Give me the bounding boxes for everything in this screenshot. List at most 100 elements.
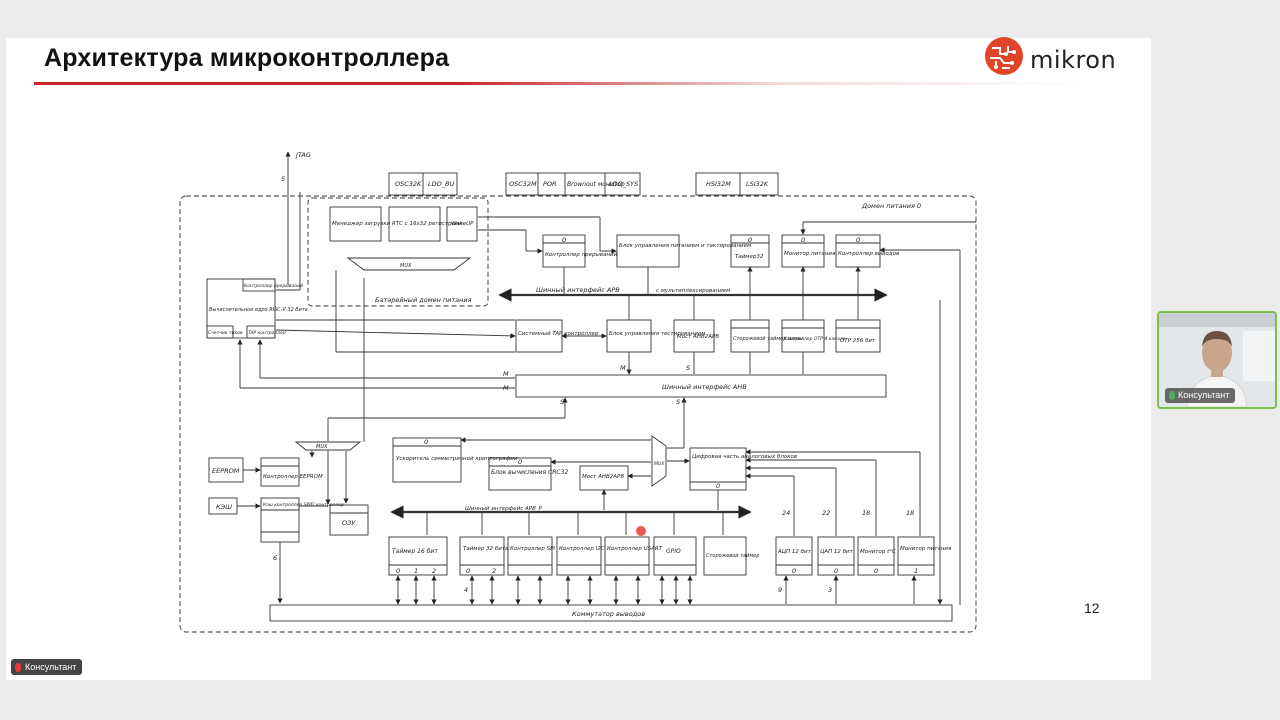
svg-text:TAP контроллер: TAP контроллер	[248, 330, 286, 336]
svg-text:HSI32M: HSI32M	[706, 180, 731, 188]
svg-text:0: 0	[424, 438, 428, 446]
svg-text:Сторожевой таймер: Сторожевой таймер	[706, 553, 759, 559]
svg-text:S: S	[676, 398, 680, 406]
svg-text:Монитор питания: Монитор питания	[900, 546, 952, 552]
svg-text:1: 1	[914, 567, 918, 575]
svg-text:Таймер 16 бит: Таймер 16 бит	[392, 548, 438, 555]
svg-text:1: 1	[414, 567, 418, 575]
svg-text:0: 0	[716, 482, 720, 490]
svg-text:RTC с 16x32 регистрами: RTC с 16x32 регистрами	[392, 221, 463, 227]
participant-video-tile[interactable]: Консультант	[1157, 311, 1277, 409]
logo-text: mikron	[1030, 46, 1117, 74]
svg-text:18: 18	[862, 509, 870, 517]
svg-text:0: 0	[801, 236, 805, 244]
svg-text:Brownout монитор: Brownout монитор	[567, 181, 625, 188]
svg-text:MUX: MUX	[654, 461, 665, 467]
svg-text:LSI32K: LSI32K	[746, 180, 769, 188]
svg-text:Блок управления питанием и так: Блок управления питанием и тактированием	[619, 243, 751, 249]
svg-text:Счетчик тиков: Счетчик тиков	[208, 330, 243, 336]
svg-text:Мост AHB2APB: Мост AHB2APB	[677, 334, 719, 340]
svg-text:4: 4	[464, 586, 468, 594]
svg-text:Контроллер выводов: Контроллер выводов	[838, 251, 899, 257]
svg-text:Коммутатор выводов: Коммутатор выводов	[572, 610, 645, 618]
svg-text:OSC32M: OSC32M	[509, 180, 537, 188]
svg-text:MUX: MUX	[400, 263, 412, 269]
svg-text:OTP 256 бит: OTP 256 бит	[840, 338, 876, 344]
svg-text:2: 2	[492, 567, 496, 575]
svg-text:Монитор питания: Монитор питания	[784, 251, 836, 257]
svg-text:0: 0	[874, 567, 878, 575]
participant-name-label: Консультант	[1165, 388, 1236, 403]
svg-text:Менеджер загрузки: Менеджер загрузки	[332, 221, 391, 227]
svg-text:Контроллер прерываний: Контроллер прерываний	[244, 283, 303, 289]
svg-text:9: 9	[778, 586, 782, 594]
svg-text:0: 0	[748, 236, 752, 244]
svg-text:Батарейный домен питания: Батарейный домен питания	[375, 296, 472, 304]
svg-text:LDO_SYS: LDO_SYS	[609, 180, 638, 188]
svg-text:Контроллер OTP 4 канала: Контроллер OTP 4 канала	[784, 336, 846, 342]
svg-text:S: S	[560, 398, 564, 406]
svg-text:Блок вычисления CRC32: Блок вычисления CRC32	[491, 469, 568, 476]
svg-text:S: S	[686, 364, 690, 372]
svg-text:Мост AHB2APB: Мост AHB2APB	[582, 474, 624, 480]
svg-text:0: 0	[562, 236, 566, 244]
svg-text:0: 0	[834, 567, 838, 575]
svg-text:6: 6	[273, 554, 277, 562]
svg-text:Шинный интерфейс APB_P: Шинный интерфейс APB_P	[465, 506, 543, 512]
svg-text:18: 18	[906, 509, 914, 517]
svg-text:Таймер32: Таймер32	[735, 254, 764, 260]
svg-text:Контроллер EEPROM: Контроллер EEPROM	[263, 474, 323, 480]
svg-text:КЭШ: КЭШ	[216, 503, 232, 511]
svg-text:Блок управления тестированием: Блок управления тестированием	[609, 331, 705, 337]
svg-text:5: 5	[281, 175, 285, 183]
svg-text:POR: POR	[543, 180, 557, 188]
svg-text:2: 2	[432, 567, 436, 575]
mic-muted-icon	[15, 662, 21, 672]
svg-text:Вычислительное ядро RISC-V 32: Вычислительное ядро RISC-V 32 бита	[209, 307, 308, 313]
svg-text:ЦАП 12 бит: ЦАП 12 бит	[820, 549, 854, 555]
svg-text:Сторожевой таймер шины: Сторожевой таймер шины	[733, 336, 803, 342]
svg-text:EEPROM: EEPROM	[212, 467, 240, 475]
svg-text:0: 0	[856, 236, 860, 244]
svg-text:АЦП 12 бит: АЦП 12 бит	[777, 549, 812, 555]
svg-text:Ускоритель симметричной крипто: Ускоритель симметричной криптографии	[396, 456, 518, 462]
mic-icon	[1169, 391, 1175, 400]
svg-text:0: 0	[792, 567, 796, 575]
svg-text:с мультиплексированием: с мультиплексированием	[656, 288, 730, 294]
svg-text:M: M	[503, 370, 509, 378]
presenter-badge[interactable]: Консультант	[11, 659, 83, 675]
svg-text:M: M	[620, 364, 626, 372]
svg-text:Шинный интерфейс AHB: Шинный интерфейс AHB	[662, 383, 747, 391]
svg-text:ОЗУ: ОЗУ	[342, 519, 356, 527]
svg-text:Монитор t°C: Монитор t°C	[860, 549, 896, 555]
title-underline	[34, 82, 1094, 85]
svg-text:M: M	[503, 384, 509, 392]
svg-text:0: 0	[396, 567, 400, 575]
svg-text:Цифровая часть аналоговых блок: Цифровая часть аналоговых блоков	[692, 454, 797, 460]
svg-text:Контроллер USART: Контроллер USART	[607, 546, 663, 552]
svg-text:Шинный интерфейс APB: Шинный интерфейс APB	[536, 286, 620, 294]
participant-name: Консультант	[1178, 390, 1230, 400]
page-number: 12	[1084, 600, 1100, 616]
svg-text:24: 24	[782, 509, 790, 517]
svg-text:22: 22	[822, 509, 830, 517]
svg-text:3: 3	[828, 586, 832, 594]
svg-text:Таймер 32 бита: Таймер 32 бита	[463, 546, 509, 552]
svg-text:Контроллер I2C: Контроллер I2C	[559, 546, 605, 552]
svg-text:Контроллер прерываний: Контроллер прерываний	[545, 252, 618, 258]
presenter-name: Консультант	[25, 662, 77, 672]
svg-text:MUX: MUX	[316, 444, 328, 450]
slide-title: Архитектура микроконтроллера	[44, 44, 450, 72]
svg-text:Домен питания 0: Домен питания 0	[861, 202, 921, 210]
svg-text:Кэш контроллер SPIFI контролле: Кэш контроллер SPIFI контроллер	[263, 502, 344, 508]
laser-pointer	[636, 526, 646, 536]
svg-text:Системный TAP контроллер: Системный TAP контроллер	[518, 331, 599, 337]
svg-text:Контроллер SPI: Контроллер SPI	[510, 546, 555, 552]
svg-text:0: 0	[466, 567, 470, 575]
svg-text:WakeUP: WakeUP	[451, 221, 474, 227]
svg-text:GPIO: GPIO	[666, 548, 681, 555]
svg-text:LDO_BU: LDO_BU	[428, 180, 454, 188]
svg-text:OSC32K: OSC32K	[395, 180, 422, 188]
mikron-logo-icon	[985, 37, 1023, 75]
